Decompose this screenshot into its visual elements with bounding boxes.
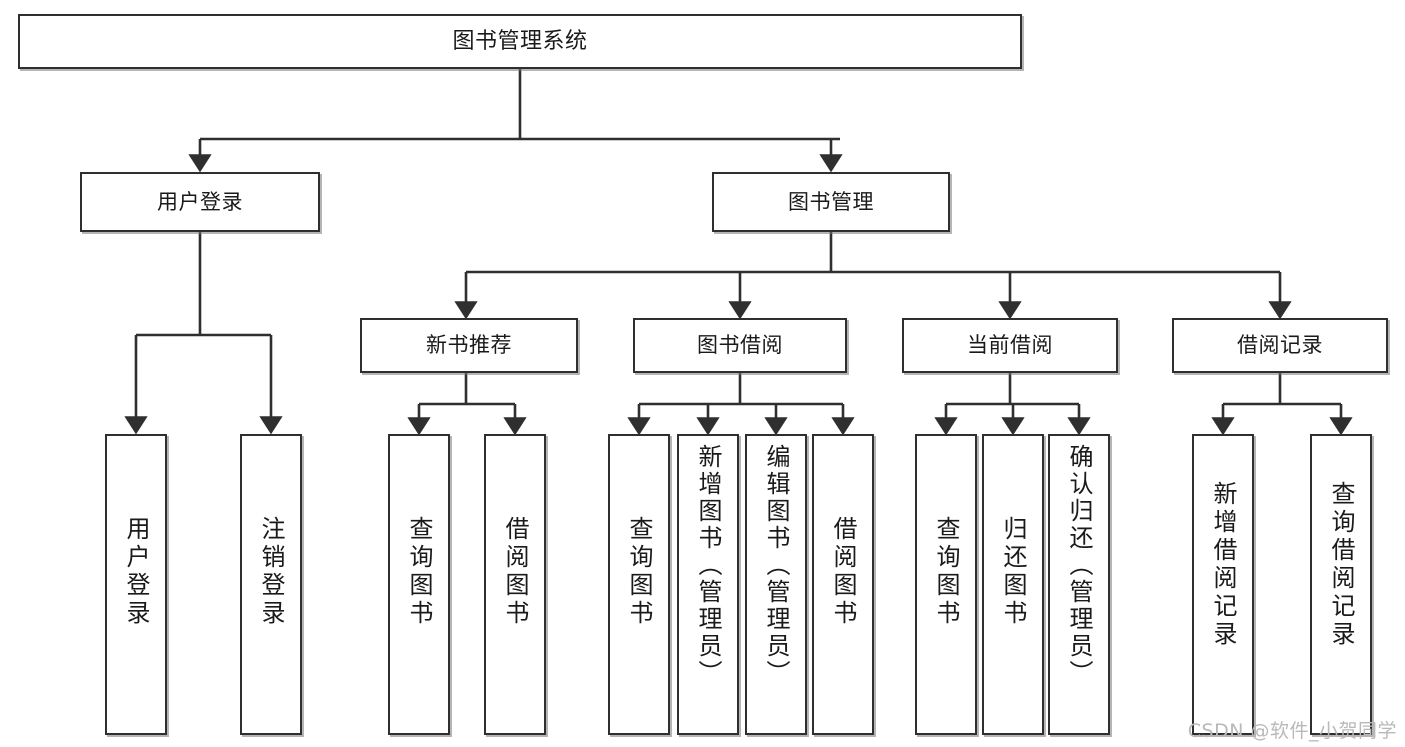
leaf-current-query-book[interactable]: 查询图书 [915,434,977,735]
node-book-management[interactable]: 图书管理 [712,172,950,232]
leaf-edit-book-admin-label: 编辑图书（管理员） [762,444,790,687]
leaf-edit-book-admin[interactable]: 编辑图书（管理员） [745,434,807,735]
node-book-management-label: 图书管理 [788,189,874,214]
leaf-add-borrow-record-label: 新增借阅记录 [1209,481,1237,649]
node-book-borrow[interactable]: 图书借阅 [633,318,847,373]
node-current-borrow-label: 当前借阅 [967,333,1053,358]
leaf-add-book-admin[interactable]: 新增图书（管理员） [677,434,739,735]
leaf-recommend-borrow-book-label: 借阅图书 [501,516,529,628]
csdn-watermark: CSDN @软件_小贺同学 [1187,720,1397,742]
leaf-confirm-return-admin-label: 确认归还（管理员） [1065,444,1093,687]
leaf-recommend-borrow-book[interactable]: 借阅图书 [484,434,546,735]
leaf-recommend-query-book-label: 查询图书 [405,516,433,628]
leaf-query-borrow-record-label: 查询借阅记录 [1327,481,1355,649]
node-current-borrow[interactable]: 当前借阅 [902,318,1118,373]
leaf-query-borrow-record[interactable]: 查询借阅记录 [1310,434,1372,735]
leaf-user-login[interactable]: 用户登录 [105,434,167,735]
leaf-borrow-book[interactable]: 借阅图书 [812,434,874,735]
leaf-borrow-book-label: 借阅图书 [829,516,857,628]
leaf-return-book[interactable]: 归还图书 [982,434,1044,735]
leaf-add-borrow-record[interactable]: 新增借阅记录 [1192,434,1254,735]
node-borrow-record-label: 借阅记录 [1237,333,1323,358]
leaf-logout-login-label: 注销登录 [257,516,285,628]
leaf-add-book-admin-label: 新增图书（管理员） [694,444,722,687]
leaf-confirm-return-admin[interactable]: 确认归还（管理员） [1048,434,1110,735]
node-new-book-recommend-label: 新书推荐 [426,333,512,358]
leaf-recommend-query-book[interactable]: 查询图书 [388,434,450,735]
node-book-borrow-label: 图书借阅 [697,333,783,358]
node-user-login[interactable]: 用户登录 [80,172,320,232]
node-root-label: 图书管理系统 [452,28,588,54]
leaf-return-book-label: 归还图书 [999,516,1027,628]
leaf-borrow-query-book[interactable]: 查询图书 [608,434,670,735]
node-borrow-record[interactable]: 借阅记录 [1172,318,1388,373]
node-root[interactable]: 图书管理系统 [18,14,1022,69]
node-new-book-recommend[interactable]: 新书推荐 [360,318,578,373]
leaf-logout-login[interactable]: 注销登录 [240,434,302,735]
leaf-user-login-label: 用户登录 [122,516,150,628]
leaf-borrow-query-book-label: 查询图书 [625,516,653,628]
leaf-current-query-book-label: 查询图书 [932,516,960,628]
node-user-login-label: 用户登录 [157,189,243,214]
